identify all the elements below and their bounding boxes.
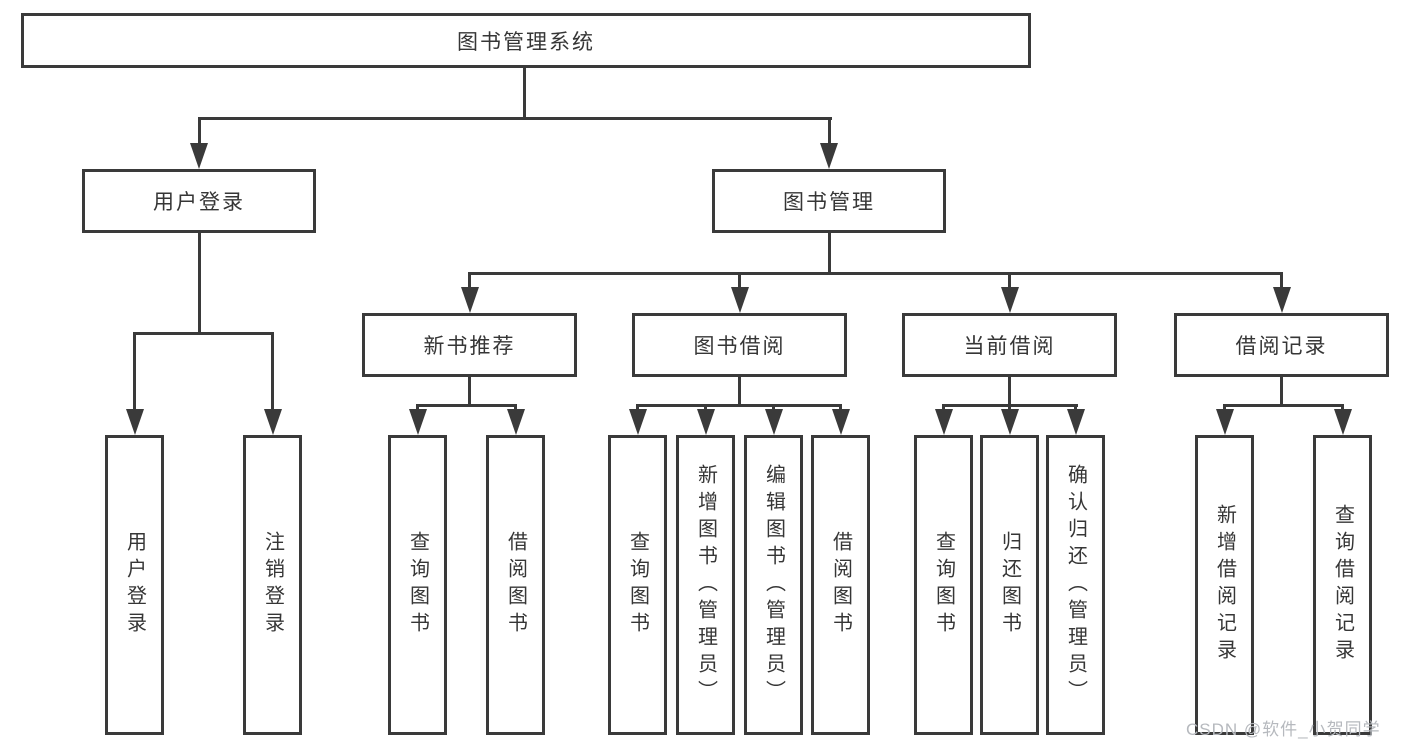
arrow-down-icon — [1334, 409, 1352, 435]
connector-vline — [1008, 375, 1011, 406]
leaf-records-search-record-label: 查询借阅记录 — [1331, 504, 1354, 666]
node-book-borrow: 图书借阅 — [632, 313, 847, 377]
leaf-current-return-books: 归还图书 — [980, 435, 1039, 735]
connector-vline — [1280, 274, 1283, 289]
leaf-recommend-search-books-label: 查询图书 — [406, 531, 429, 639]
node-new-book-recommend: 新书推荐 — [362, 313, 577, 377]
arrow-down-icon — [409, 409, 427, 435]
leaf-current-search-books: 查询图书 — [914, 435, 973, 735]
connector-hline — [416, 404, 517, 407]
connector-vline — [1223, 405, 1226, 411]
connector-vline — [198, 231, 201, 334]
arrow-down-icon — [1273, 287, 1291, 313]
leaf-borrow-borrow-books-label: 借阅图书 — [829, 531, 852, 639]
node-current-borrow-label: 当前借阅 — [963, 335, 1056, 358]
arrow-down-icon — [731, 287, 749, 313]
leaf-borrow-edit-books-admin: 编辑图书（管理员） — [744, 435, 803, 735]
connector-vline — [636, 405, 639, 411]
connector-vline — [468, 274, 471, 289]
connector-vline — [523, 66, 526, 119]
node-root: 图书管理系统 — [21, 13, 1031, 68]
leaf-records-add-record: 新增借阅记录 — [1195, 435, 1254, 735]
node-book-management: 图书管理 — [712, 169, 946, 233]
node-user-login: 用户登录 — [82, 169, 316, 233]
connector-vline — [828, 231, 831, 274]
connector-vline — [514, 405, 517, 411]
leaf-recommend-borrow-books: 借阅图书 — [486, 435, 545, 735]
connector-vline — [1008, 405, 1011, 411]
connector-vline — [942, 405, 945, 411]
watermark: CSDN @软件_小贺同学 — [1186, 720, 1381, 739]
connector-hline — [1223, 404, 1344, 407]
leaf-recommend-search-books: 查询图书 — [388, 435, 447, 735]
arrow-down-icon — [126, 409, 144, 435]
connector-vline — [839, 405, 842, 411]
connector-vline — [772, 405, 775, 411]
connector-vline — [1341, 405, 1344, 411]
arrow-down-icon — [1216, 409, 1234, 435]
connector-hline — [198, 117, 832, 120]
connector-vline — [1008, 274, 1011, 289]
node-root-label: 图书管理系统 — [457, 30, 595, 54]
leaf-records-add-record-label: 新增借阅记录 — [1213, 504, 1236, 666]
leaf-borrow-borrow-books: 借阅图书 — [811, 435, 870, 735]
arrow-down-icon — [629, 409, 647, 435]
arrow-down-icon — [1067, 409, 1085, 435]
leaf-borrow-search-books-label: 查询图书 — [626, 531, 649, 639]
leaf-logout-label: 注销登录 — [261, 531, 284, 639]
arrow-down-icon — [820, 143, 838, 169]
connector-hline — [468, 272, 1283, 275]
connector-hline — [636, 404, 842, 407]
leaf-user-login-label: 用户登录 — [123, 531, 146, 639]
connector-vline — [416, 405, 419, 411]
arrow-down-icon — [1001, 287, 1019, 313]
arrow-down-icon — [507, 409, 525, 435]
node-current-borrow: 当前借阅 — [902, 313, 1117, 377]
leaf-recommend-borrow-books-label: 借阅图书 — [504, 531, 527, 639]
leaf-records-search-record: 查询借阅记录 — [1313, 435, 1372, 735]
connector-vline — [738, 274, 741, 289]
connector-vline — [271, 334, 274, 411]
node-new-book-recommend-label: 新书推荐 — [423, 335, 516, 358]
arrow-down-icon — [765, 409, 783, 435]
node-user-login-label: 用户登录 — [153, 191, 245, 214]
leaf-borrow-add-books-admin-label: 新增图书（管理员） — [694, 463, 717, 707]
arrow-down-icon — [935, 409, 953, 435]
connector-vline — [133, 334, 136, 411]
connector-vline — [828, 119, 831, 145]
node-book-management-label: 图书管理 — [783, 191, 875, 214]
arrow-down-icon — [1001, 409, 1019, 435]
arrow-down-icon — [832, 409, 850, 435]
node-borrow-records: 借阅记录 — [1174, 313, 1389, 377]
leaf-user-login: 用户登录 — [105, 435, 164, 735]
arrow-down-icon — [697, 409, 715, 435]
leaf-current-search-books-label: 查询图书 — [932, 531, 955, 639]
leaf-borrow-search-books: 查询图书 — [608, 435, 667, 735]
connector-vline — [198, 119, 201, 145]
leaf-current-confirm-return-admin: 确认归还（管理员） — [1046, 435, 1105, 735]
node-book-borrow-label: 图书借阅 — [693, 335, 786, 358]
connector-vline — [1074, 405, 1077, 411]
arrow-down-icon — [190, 143, 208, 169]
leaf-borrow-edit-books-admin-label: 编辑图书（管理员） — [762, 463, 785, 707]
leaf-borrow-add-books-admin: 新增图书（管理员） — [676, 435, 735, 735]
arrow-down-icon — [461, 287, 479, 313]
node-borrow-records-label: 借阅记录 — [1235, 335, 1328, 358]
connector-vline — [1280, 375, 1283, 406]
arrow-down-icon — [264, 409, 282, 435]
connector-vline — [738, 375, 741, 406]
leaf-current-return-books-label: 归还图书 — [998, 531, 1021, 639]
leaf-logout: 注销登录 — [243, 435, 302, 735]
leaf-current-confirm-return-admin-label: 确认归还（管理员） — [1064, 463, 1087, 707]
connector-vline — [704, 405, 707, 411]
connector-vline — [468, 375, 471, 406]
connector-hline — [133, 332, 274, 335]
